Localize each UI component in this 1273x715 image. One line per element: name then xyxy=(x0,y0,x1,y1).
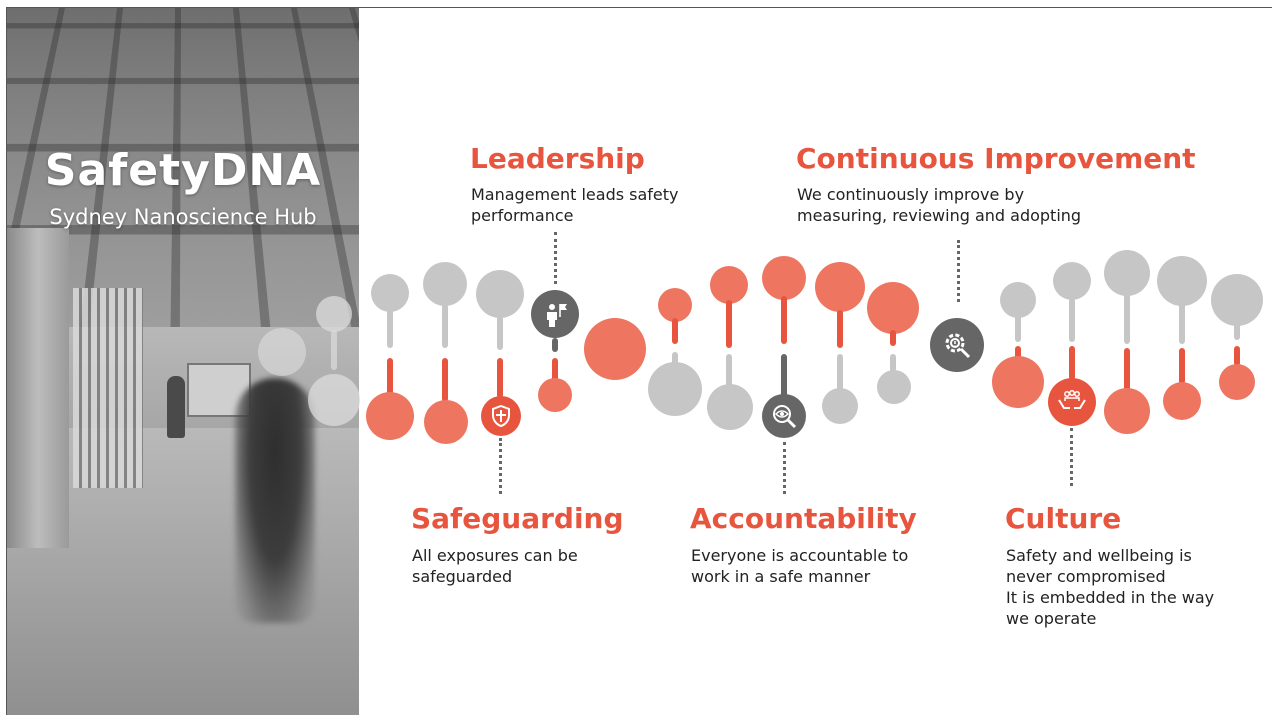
dna-node xyxy=(710,266,748,304)
dna-stem xyxy=(442,304,448,348)
dna-node xyxy=(371,274,409,312)
continuous-badge xyxy=(930,318,984,372)
dna-node xyxy=(1000,282,1036,318)
leader-flag-icon xyxy=(547,304,567,327)
corridor-windows xyxy=(73,288,143,488)
dna-node xyxy=(423,262,467,306)
dna-node xyxy=(762,256,806,300)
dna-stem xyxy=(726,354,732,390)
culture-description: Safety and wellbeing is never compromise… xyxy=(1006,546,1215,628)
dna-node xyxy=(1104,250,1150,296)
dna-node xyxy=(1163,382,1201,420)
dna-node xyxy=(316,296,352,332)
dna-node xyxy=(877,370,911,404)
continuous-improvement-description: We continuously improve by measuring, re… xyxy=(797,185,1082,225)
eye-magnifier-icon xyxy=(773,405,797,429)
dna-stem xyxy=(672,352,678,366)
dna-node xyxy=(366,392,414,440)
walking-person-blurred xyxy=(235,378,315,623)
dna-stem xyxy=(1015,346,1021,360)
gear-search-icon xyxy=(945,333,971,359)
dna-stem xyxy=(837,354,843,394)
dna-stem xyxy=(726,300,732,348)
dna-stem xyxy=(552,358,558,386)
dna-node xyxy=(538,378,572,412)
accountability-description: Everyone is accountable to work in a saf… xyxy=(691,546,909,586)
dna-stem xyxy=(781,296,787,344)
dna-stem xyxy=(1179,348,1185,384)
safeguarding-badge xyxy=(481,396,521,436)
dna-stem xyxy=(387,308,393,348)
dna-stem xyxy=(672,318,678,344)
slide-frame xyxy=(6,7,1272,715)
dna-stem xyxy=(1069,346,1075,380)
dna-node xyxy=(308,374,360,426)
dna-node xyxy=(658,288,692,322)
dna-node xyxy=(1053,262,1091,300)
continuous-connector xyxy=(957,240,960,302)
safeguarding-description: All exposures can be safeguarded xyxy=(412,546,578,586)
concrete-pillar xyxy=(7,228,69,548)
dna-stem xyxy=(497,316,503,350)
leadership-connector xyxy=(554,232,557,284)
accountability-badge xyxy=(762,394,806,438)
dna-node xyxy=(822,388,858,424)
dna-node xyxy=(815,262,865,312)
dna-stem xyxy=(1069,298,1075,342)
dna-node xyxy=(992,356,1044,408)
dna-stem xyxy=(1234,322,1240,340)
shield-icon xyxy=(492,404,510,428)
dna-node xyxy=(476,270,524,318)
dna-node xyxy=(867,282,919,334)
dna-stem xyxy=(497,358,503,398)
dna-stem xyxy=(837,310,843,348)
leadership-description: Management leads safety performance xyxy=(471,185,679,225)
walking-person-far xyxy=(167,376,185,438)
continuous-improvement-title: Continuous Improvement xyxy=(796,142,1196,175)
dna-stem xyxy=(387,358,393,398)
dna-node xyxy=(648,362,702,416)
dna-stem xyxy=(552,338,558,352)
leadership-title: Leadership xyxy=(470,142,645,175)
dna-node xyxy=(1211,274,1263,326)
safeguarding-title: Safeguarding xyxy=(411,502,624,535)
dna-stem xyxy=(442,358,448,402)
dna-stem xyxy=(890,354,896,372)
dna-node xyxy=(1157,256,1207,306)
dna-node xyxy=(424,400,468,444)
dna-node xyxy=(584,318,646,380)
dna-stem xyxy=(1124,292,1130,344)
brand-title: SafetyDNA xyxy=(44,145,322,196)
safeguarding-connector xyxy=(499,438,502,494)
dna-node xyxy=(258,328,306,376)
dna-node xyxy=(1104,388,1150,434)
dna-stem xyxy=(331,330,337,370)
culture-badge xyxy=(1048,378,1096,426)
dna-stem xyxy=(890,330,896,346)
dna-stem xyxy=(1124,348,1130,394)
brand-subtitle: Sydney Nanoscience Hub xyxy=(49,205,317,229)
dna-stem xyxy=(1179,302,1185,344)
culture-connector xyxy=(1070,428,1073,486)
culture-title: Culture xyxy=(1005,502,1122,535)
dna-node xyxy=(707,384,753,430)
accountability-title: Accountability xyxy=(690,502,917,535)
dna-stem xyxy=(1234,346,1240,366)
hands-people-icon xyxy=(1058,390,1086,409)
leadership-badge xyxy=(531,290,579,338)
accountability-connector xyxy=(783,442,786,494)
dna-stem xyxy=(781,354,787,400)
dna-node xyxy=(1219,364,1255,400)
dna-stem xyxy=(1015,314,1021,342)
